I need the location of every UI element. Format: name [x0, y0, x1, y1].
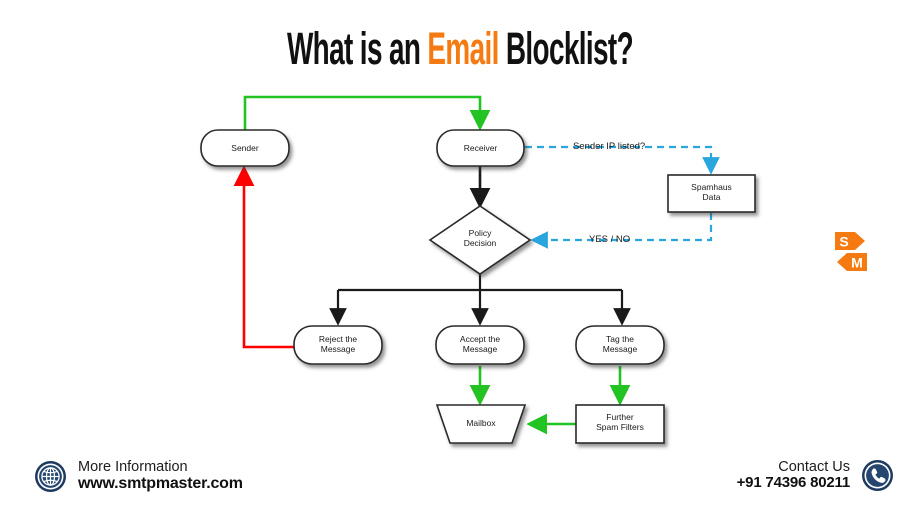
edge-label-sender-ip-listed: Sender IP listed?: [573, 141, 646, 152]
node-spamhaus-data[interactable]: [667, 174, 756, 213]
node-tag-message[interactable]: [575, 325, 665, 365]
node-accept-message[interactable]: [435, 325, 525, 365]
sm-logo: S M: [835, 232, 867, 271]
globe-icon: [35, 460, 66, 492]
footer-more-information: More Information www.smtpmaster.com: [34, 459, 243, 493]
footer-right-line1: Contact Us: [778, 459, 850, 475]
footer-left-line2[interactable]: www.smtpmaster.com: [78, 475, 243, 493]
footer-left-line1: More Information: [78, 459, 188, 475]
footer-right-line2[interactable]: +91 74396 80211: [736, 474, 851, 492]
sm-logo-letter-s: S: [839, 234, 848, 250]
edge-reject-to-sender: [233, 165, 294, 349]
title-part-2: Blocklist?: [498, 23, 634, 74]
node-policy-decision[interactable]: [428, 205, 532, 275]
edge-receiver-to-spamhaus: [525, 145, 720, 175]
node-further-spam-filters[interactable]: [575, 404, 665, 444]
node-sender[interactable]: [200, 129, 290, 167]
footer-contact-us: Contact Us +91 74396 80211: [737, 459, 894, 492]
node-mailbox[interactable]: [435, 404, 527, 444]
sm-logo-letter-m: M: [851, 255, 863, 271]
node-reject-message[interactable]: [293, 325, 383, 365]
title-highlight: Email: [427, 23, 499, 74]
edge-sender-to-receiver: [243, 95, 491, 131]
page-title: What is an Email Blocklist?: [175, 26, 745, 71]
phone-icon: [862, 460, 893, 492]
node-receiver[interactable]: [436, 129, 525, 167]
edge-spamhaus-to-policy: [530, 213, 713, 249]
edge-label-yes-no: YES / NO: [589, 234, 631, 245]
title-part-1: What is an: [286, 23, 428, 74]
